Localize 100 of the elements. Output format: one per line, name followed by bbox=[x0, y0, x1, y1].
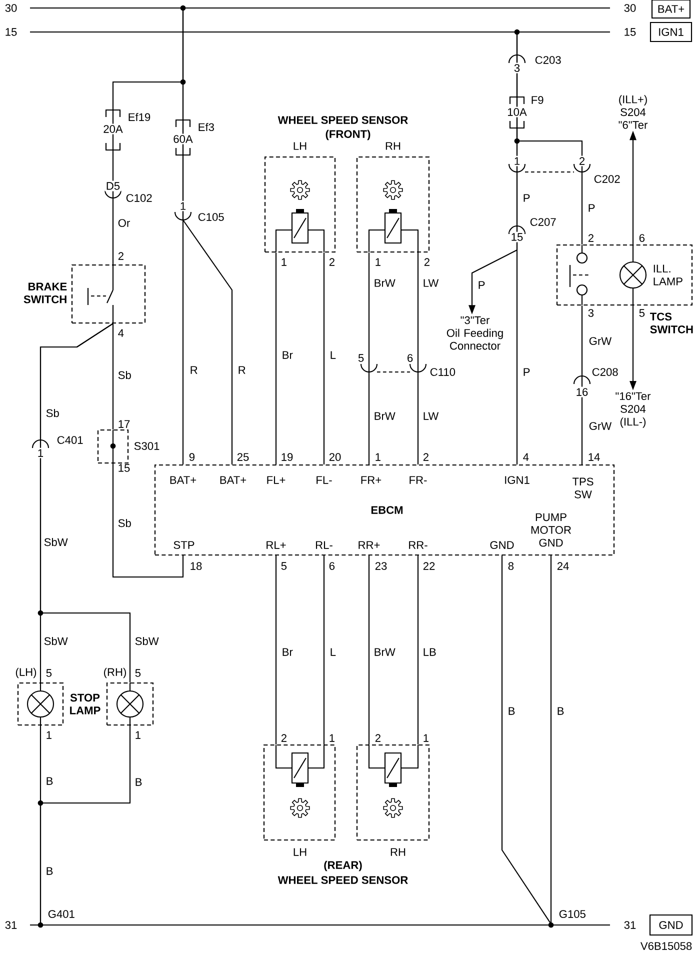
wire-color-label: R bbox=[238, 366, 246, 374]
pin-number: 1 bbox=[512, 156, 522, 166]
bus-number: 31 bbox=[624, 921, 636, 929]
pin-number: D5 bbox=[104, 180, 122, 192]
pin-number: 2 bbox=[578, 156, 586, 166]
pin-name: STP bbox=[174, 541, 194, 549]
wire-color-label: Br bbox=[282, 351, 293, 359]
pin-number: 1 bbox=[136, 731, 140, 739]
ground-label: G105 bbox=[559, 910, 586, 918]
pin-number: 2 bbox=[118, 252, 124, 260]
pin-number: 5 bbox=[135, 669, 141, 677]
wire-color-label: B bbox=[136, 778, 142, 786]
wire-color-label: Sb bbox=[118, 370, 131, 380]
pin-number: 1 bbox=[376, 453, 380, 461]
bus-line bbox=[30, 5, 610, 11]
fuse-label: F9 bbox=[532, 96, 544, 104]
pin-number: 6 bbox=[329, 562, 335, 570]
pin-number: 2 bbox=[329, 258, 334, 266]
pin-number: 4 bbox=[118, 329, 124, 337]
bus-number: 15 bbox=[624, 28, 636, 36]
pin-number: 1 bbox=[424, 734, 428, 742]
wire-color-label: BrW bbox=[374, 279, 396, 287]
node-label: (LH) bbox=[16, 668, 36, 678]
switch-box: BRAKE SWITCH bbox=[24, 264, 146, 324]
connector-label: C401 bbox=[57, 436, 83, 444]
wire bbox=[417, 252, 419, 464]
wire bbox=[40, 726, 131, 924]
wire-color-label: Br bbox=[282, 648, 293, 656]
wheel-speed-sensor: RH bbox=[356, 744, 430, 856]
pin-number: 2 bbox=[375, 734, 380, 742]
wire-color-label: Sb bbox=[46, 408, 59, 418]
fuse-rating: 20A bbox=[102, 124, 124, 134]
wire-color-label: B bbox=[46, 867, 53, 875]
component-title: (FRONT) bbox=[326, 130, 370, 140]
terminal-box: GND bbox=[649, 914, 693, 936]
component-title: WHEEL SPEED SENSOR bbox=[278, 116, 408, 124]
wire-color-label: BrW bbox=[374, 648, 396, 656]
pin-name: BAT+ bbox=[220, 476, 246, 484]
connector-label: C105 bbox=[198, 213, 224, 221]
ground-label: G401 bbox=[48, 910, 74, 918]
node-label: LH bbox=[294, 142, 306, 150]
wire-color-label: P bbox=[478, 281, 485, 289]
wire bbox=[368, 252, 370, 464]
pin-name: FR- bbox=[410, 476, 427, 484]
wire-color-label: B bbox=[46, 777, 53, 785]
pin-number: 8 bbox=[508, 562, 514, 570]
pin-number: 3 bbox=[512, 62, 522, 74]
pin-name: RL+ bbox=[266, 541, 286, 549]
terminal-reference: "16"Ter S204 (ILL-) bbox=[616, 392, 651, 428]
pin-number: 2 bbox=[423, 453, 428, 461]
wire-color-label: B bbox=[508, 707, 515, 715]
bus-line bbox=[30, 29, 610, 35]
wire-color-label: BrW bbox=[374, 412, 396, 420]
connector-label: C202 bbox=[594, 175, 620, 183]
node-label: LH bbox=[294, 848, 306, 856]
fuse-rating: 10A bbox=[506, 106, 528, 118]
node-label: RH bbox=[386, 142, 400, 150]
wire-color-label: GrW bbox=[589, 422, 612, 430]
wire bbox=[323, 556, 325, 744]
pin-number: 22 bbox=[423, 562, 435, 570]
pin-number: 2 bbox=[281, 734, 286, 742]
bus-number: 15 bbox=[6, 28, 17, 36]
wire bbox=[550, 556, 552, 924]
pin-name: GND bbox=[490, 541, 514, 549]
node-label: BRAKE SWITCH bbox=[24, 282, 67, 304]
pin-number: 6 bbox=[639, 234, 645, 242]
wire-color-label: SbW bbox=[135, 636, 159, 646]
wire bbox=[368, 556, 370, 744]
pin-number: 1 bbox=[46, 731, 52, 739]
pin-name: RL- bbox=[316, 541, 332, 549]
pin-number: 5 bbox=[358, 354, 364, 362]
terminal-box: BAT+ bbox=[651, 0, 691, 19]
fuse-rating: 60A bbox=[172, 134, 194, 144]
pin-number: 1 bbox=[282, 258, 286, 266]
pin-name: IGN1 bbox=[505, 476, 530, 484]
connector-label: C207 bbox=[530, 218, 556, 226]
bus-number: 30 bbox=[5, 4, 17, 12]
pin-number: 2 bbox=[424, 258, 430, 266]
wire bbox=[275, 556, 277, 744]
wire bbox=[417, 556, 419, 744]
terminal-reference: (ILL+) S204 "6"Ter bbox=[618, 95, 648, 129]
pin-name: RR+ bbox=[358, 541, 380, 549]
wire-color-label: R bbox=[190, 366, 198, 374]
pin-number: 25 bbox=[237, 453, 249, 461]
fuse-label: Ef3 bbox=[198, 122, 214, 132]
wheel-speed-sensor: LH bbox=[264, 142, 336, 253]
wire-color-label: SbW bbox=[44, 538, 68, 546]
wire-color-label: P bbox=[588, 204, 595, 212]
wire-color-label: B bbox=[558, 707, 564, 715]
wire-color-label: L bbox=[330, 351, 336, 359]
wire-color-label: SbW bbox=[44, 636, 68, 646]
wire bbox=[112, 324, 114, 430]
pin-number: 1 bbox=[330, 734, 334, 742]
node-label: S301 bbox=[134, 442, 160, 450]
pin-number: 3 bbox=[588, 309, 594, 317]
wire-color-label: GrW bbox=[589, 337, 612, 345]
pin-number: 9 bbox=[189, 453, 194, 461]
pin-number: 18 bbox=[190, 562, 202, 570]
pin-number: 16 bbox=[574, 386, 590, 398]
pin-number: 1 bbox=[376, 258, 380, 266]
